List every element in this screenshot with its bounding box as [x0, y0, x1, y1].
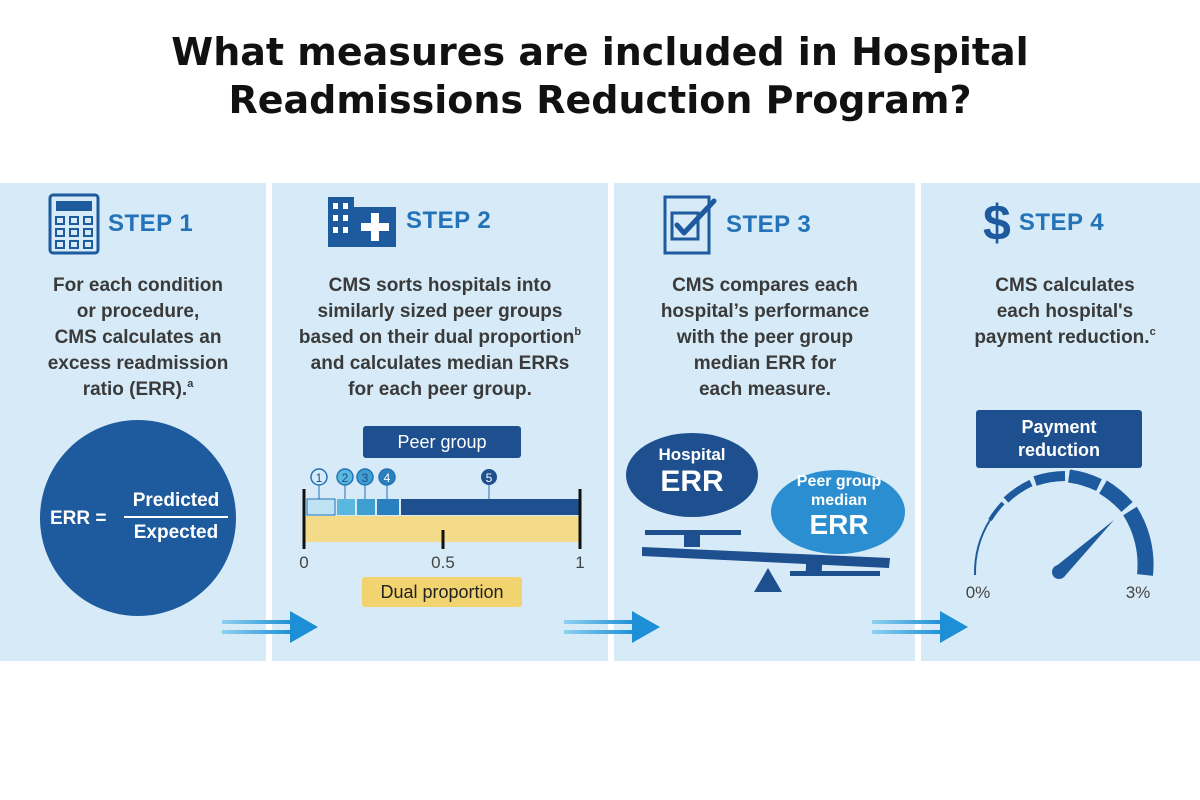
text-line: excess readmission	[47, 353, 229, 374]
step-4-description: CMS calculates each hospital's payment r…	[935, 273, 1195, 351]
title-line-2: Readmissions Reduction Program?	[228, 78, 972, 122]
text-line: each hospital's	[996, 301, 1134, 322]
step-2-label: STEP 2	[406, 207, 492, 234]
text-line: CMS calculates an	[54, 327, 222, 348]
step-2-header: STEP 2	[326, 193, 491, 249]
footnote-marker: a	[187, 378, 194, 390]
text-line: payment reduction.c	[974, 326, 1156, 349]
peer-group-label: Peer group	[363, 426, 521, 458]
calculator-icon	[48, 193, 100, 255]
panel-divider	[608, 183, 614, 661]
text-line: each measure.	[698, 379, 832, 400]
footnote-marker: b	[574, 326, 582, 338]
hospital-err-text: Hospital ERR	[658, 445, 726, 498]
step-4-header: $ STEP 4	[983, 193, 1104, 253]
text-line: median ERR for	[693, 353, 837, 374]
panel-divider	[915, 183, 921, 661]
step-1-label: STEP 1	[108, 210, 194, 237]
fraction-bar	[124, 516, 228, 518]
text-line: CMS sorts hospitals into	[328, 275, 552, 296]
text-line: hospital’s performance	[660, 301, 870, 322]
text-line: for each peer group.	[348, 379, 532, 400]
text-line: For each condition	[53, 275, 223, 296]
text-line: CMS compares each	[672, 275, 858, 296]
err-numerator: Predicted	[132, 490, 220, 511]
panel-divider	[266, 183, 272, 661]
payment-reduction-label: Payment reduction	[976, 410, 1142, 468]
footnote-marker: c	[1149, 326, 1156, 338]
checklist-icon	[663, 195, 717, 255]
text-line: and calculates median ERRs	[310, 353, 570, 374]
text-line: CMS calculates	[995, 275, 1135, 296]
text-line: ratio (ERR).a	[82, 378, 194, 401]
step-2-description: CMS sorts hospitals into similarly sized…	[276, 273, 604, 403]
step-3-description: CMS compares each hospital’s performance…	[620, 273, 910, 403]
err-fraction: Predicted Expected	[124, 490, 228, 544]
page-title: What measures are included in Hospital R…	[0, 28, 1200, 124]
text-line: with the peer group	[676, 327, 854, 348]
step-3-label: STEP 3	[726, 211, 812, 238]
text-line: based on their dual proportionb	[298, 326, 582, 349]
err-label: ERR =	[50, 508, 107, 529]
dollar-icon: $	[983, 195, 1011, 251]
err-formula-circle: ERR = Predicted Expected	[40, 420, 236, 616]
err-denominator: Expected	[133, 522, 219, 543]
step-4-label: STEP 4	[1018, 209, 1105, 236]
step-3-header: STEP 3	[662, 193, 811, 257]
text-line: similarly sized peer groups	[317, 301, 563, 322]
step-1-description: For each condition or procedure, CMS cal…	[18, 273, 258, 403]
hospital-icon	[328, 197, 396, 247]
step-1-header: STEP 1	[48, 193, 193, 255]
title-line-1: What measures are included in Hospital	[171, 30, 1029, 74]
dual-proportion-label: Dual proportion	[362, 577, 522, 607]
peer-median-err-text: Peer group median ERR	[796, 473, 882, 540]
text-line: or procedure,	[76, 301, 200, 322]
